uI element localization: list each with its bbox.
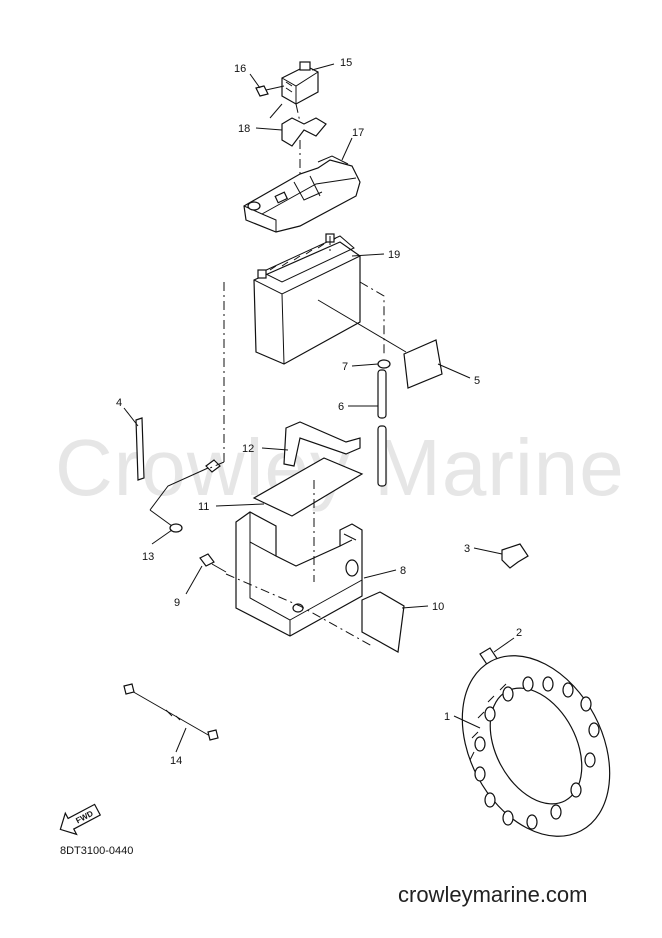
band-part-12[interactable] <box>283 421 361 467</box>
sheet-part-11[interactable] <box>252 457 364 517</box>
hose-part-6[interactable] <box>377 369 387 487</box>
bolt-part-9[interactable] <box>199 553 227 573</box>
callout-11: 11 <box>198 501 209 513</box>
callout-9: 9 <box>174 597 180 609</box>
callout-18: 18 <box>238 123 250 135</box>
screw-part-16[interactable] <box>255 85 285 97</box>
callout-16: 16 <box>234 63 246 75</box>
callout-17: 17 <box>352 127 364 139</box>
leader-lines <box>123 63 515 753</box>
relay-part-15[interactable] <box>281 61 319 105</box>
clamp-part-7[interactable] <box>377 359 391 369</box>
callout-7: 7 <box>342 361 348 373</box>
callout-8: 8 <box>400 565 406 577</box>
cable-part-13[interactable] <box>149 459 221 533</box>
callout-14: 14 <box>170 755 182 767</box>
callout-10: 10 <box>432 601 444 613</box>
clip-part-3[interactable] <box>501 543 529 569</box>
diagram-code: 8DT3100-0440 <box>60 845 133 857</box>
callout-2: 2 <box>516 627 522 639</box>
fwd-arrow-icon: FWD <box>59 803 102 836</box>
callout-15: 15 <box>340 57 352 69</box>
disc-part-1[interactable] <box>433 630 640 861</box>
strip-part-4[interactable] <box>135 417 145 481</box>
callout-5: 5 <box>474 375 480 387</box>
battery-case-part-8[interactable] <box>235 511 363 637</box>
callout-6: 6 <box>338 401 344 413</box>
callout-13: 13 <box>142 551 154 563</box>
battery-part-19[interactable] <box>253 233 361 365</box>
assembly-line <box>359 281 385 356</box>
assembly-line <box>295 103 301 176</box>
cover-part-17[interactable] <box>243 155 361 233</box>
wire-part-14[interactable] <box>123 683 219 741</box>
pad-part-5[interactable] <box>403 339 443 389</box>
assembly-line <box>225 573 373 647</box>
site-footer[interactable]: crowleymarine.com <box>398 882 588 907</box>
assembly-line <box>209 282 225 469</box>
callout-19: 19 <box>388 249 400 261</box>
plate-part-10[interactable] <box>361 591 405 653</box>
callout-3: 3 <box>464 543 470 555</box>
bracket-part-18[interactable] <box>269 103 327 147</box>
callout-1: 1 <box>444 711 450 723</box>
callout-12: 12 <box>242 443 254 455</box>
callout-4: 4 <box>116 397 122 409</box>
